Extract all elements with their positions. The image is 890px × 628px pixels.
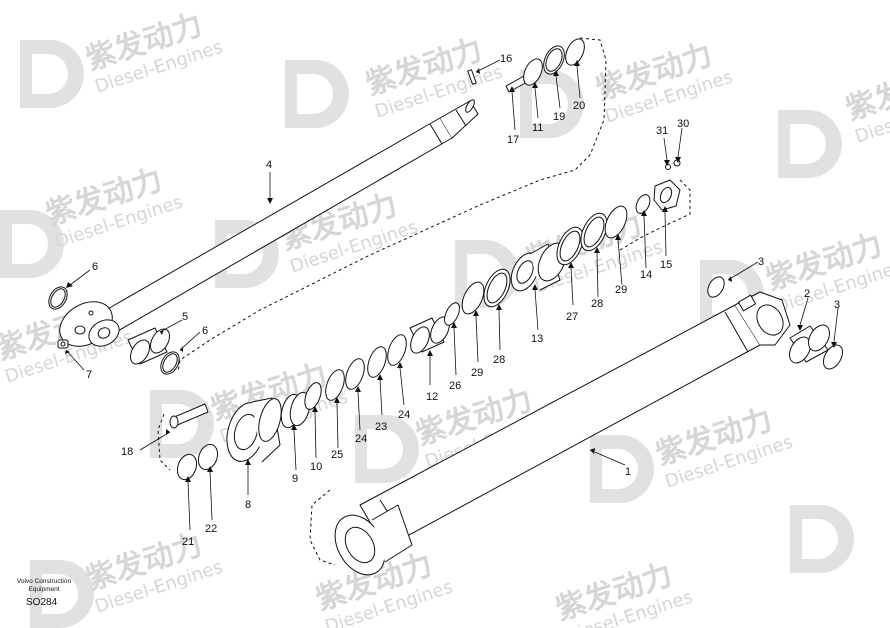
part-label: 13 [531, 333, 543, 345]
part-label: 24 [355, 433, 367, 445]
cylinder-tube [334, 291, 791, 576]
part-label: 10 [310, 461, 322, 473]
part-label: 9 [292, 473, 298, 485]
part-label: 28 [493, 354, 505, 366]
ring-inner [486, 272, 508, 304]
caption-line1: Volvo Construction [16, 578, 72, 585]
watermark-logo [778, 110, 842, 178]
small-ring [444, 302, 460, 326]
piston-rod [59, 99, 479, 347]
ring-inner [559, 230, 581, 262]
part-label: 3 [834, 299, 840, 311]
ring [461, 281, 485, 315]
part-label: 7 [86, 369, 92, 381]
part-label: 25 [331, 449, 343, 461]
leader-arrowheads [65, 60, 837, 482]
bolt [169, 403, 209, 429]
seal-ring-inner [162, 353, 178, 373]
seal-ring [345, 358, 365, 390]
part-label: 29 [615, 284, 627, 296]
part-label: 31 [656, 125, 668, 137]
watermark-logo [20, 40, 84, 108]
part-label: 6 [202, 325, 208, 337]
bushing [127, 327, 170, 365]
drawing-code: SO284 [26, 597, 58, 608]
part-label: 26 [449, 380, 461, 392]
part-label: 4 [266, 159, 272, 171]
watermark-logo [520, 70, 584, 138]
part-label: 30 [677, 118, 689, 130]
part-label: 3 [758, 256, 764, 268]
part-label: 20 [573, 100, 585, 112]
part-label: 6 [92, 261, 98, 273]
ring [523, 58, 543, 86]
tube-bushing [789, 324, 830, 364]
watermark-logo [355, 415, 419, 483]
part-label: 17 [507, 134, 519, 146]
ring-inner [545, 48, 563, 72]
seal-ring-inner [50, 288, 66, 308]
part-label: 1 [625, 466, 631, 478]
part-label: 8 [245, 499, 251, 511]
ring [565, 38, 585, 66]
piston-bushing [409, 316, 450, 354]
lock-nut [653, 179, 681, 211]
watermark-logo [0, 210, 64, 278]
ring-inner [583, 216, 605, 248]
seal-ring [387, 334, 407, 366]
grease-nipple [57, 339, 69, 349]
part-label: 21 [182, 536, 194, 548]
part-label: 29 [471, 367, 483, 379]
part-label: 23 [375, 421, 387, 433]
seal-ring [823, 344, 843, 370]
caption-line2: Equipment [28, 586, 60, 593]
part-label: 14 [640, 269, 652, 281]
drawing-layer [48, 38, 843, 576]
part-label: 12 [426, 391, 438, 403]
ring [604, 205, 628, 239]
part-label: 28 [591, 298, 603, 310]
part-label: 22 [205, 523, 217, 535]
part-label: 24 [398, 409, 410, 421]
washer [635, 194, 651, 214]
ball [665, 164, 671, 170]
cylinder-head [226, 397, 282, 463]
retaining-ring [176, 453, 198, 481]
part-label: 11 [532, 122, 543, 134]
part-label: 16 [500, 53, 512, 65]
leader-lines [65, 59, 839, 531]
seal-ring [304, 382, 322, 410]
watermark-logo [790, 505, 854, 573]
assembly-guides [157, 37, 691, 566]
watermark-logo [30, 560, 94, 628]
watermark-logo [285, 60, 349, 128]
watermark-logo [590, 435, 654, 503]
seal-ring [325, 369, 345, 401]
seal-ring [367, 346, 387, 378]
drawing-caption: Volvo Construction Equipment SO284 [8, 578, 80, 608]
part-label: 2 [804, 288, 810, 300]
seal-ring [707, 276, 725, 298]
part-label: 5 [182, 311, 188, 323]
part-labels: 1 2 3 3 4 5 6 6 7 8 9 10 11 12 13 14 15 … [86, 53, 840, 548]
part-label: 19 [553, 111, 565, 123]
retaining-ring [197, 443, 219, 471]
part-label: 15 [660, 259, 672, 271]
part-label: 27 [566, 311, 578, 323]
pin [467, 69, 477, 85]
part-label: 18 [121, 446, 133, 458]
